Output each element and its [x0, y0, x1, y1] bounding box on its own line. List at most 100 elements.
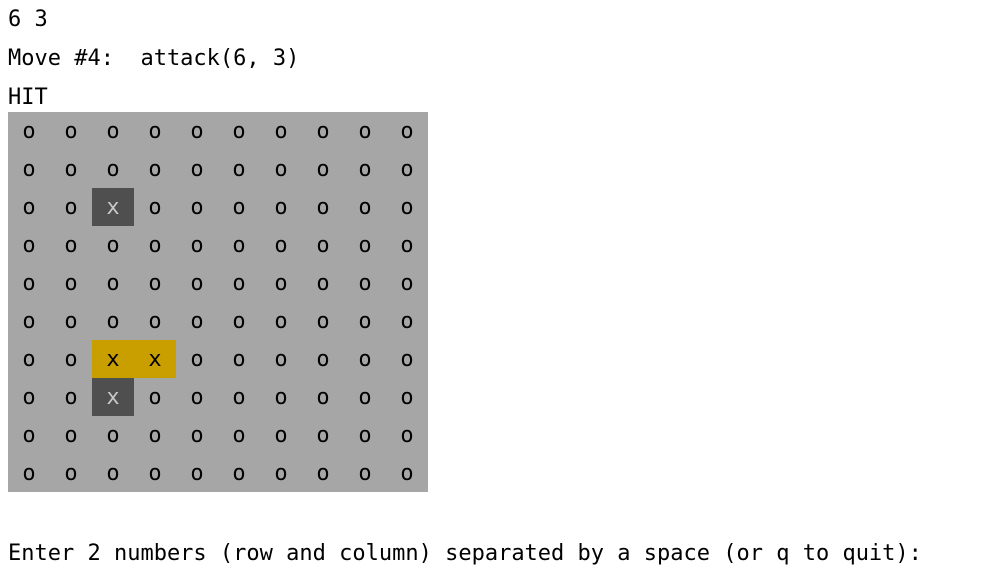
board-cell: o	[274, 270, 288, 296]
board-cell: o	[316, 460, 330, 486]
board-cell: o	[316, 384, 330, 410]
board-cell: o	[274, 346, 288, 372]
board-cell: o	[148, 118, 162, 144]
board-cell: o	[190, 308, 204, 334]
board-cell: o	[232, 384, 246, 410]
board-cell: o	[64, 270, 78, 296]
board-cell: o	[316, 270, 330, 296]
board-cell: o	[232, 194, 246, 220]
board-cell: o	[106, 270, 120, 296]
board-cell: o	[190, 232, 204, 258]
board-cell: o	[316, 118, 330, 144]
board-cell: o	[64, 118, 78, 144]
board-cell: o	[232, 346, 246, 372]
board-cell: o	[190, 270, 204, 296]
board-cell-hit: x	[134, 340, 176, 378]
board-cell: o	[400, 232, 414, 258]
board-cell: o	[274, 384, 288, 410]
board-cell: o	[316, 346, 330, 372]
board-cell: o	[400, 460, 414, 486]
board-cell: o	[358, 270, 372, 296]
board-cell: o	[232, 308, 246, 334]
board-cell: o	[148, 194, 162, 220]
board-cell: o	[190, 156, 204, 182]
board-cell: o	[148, 232, 162, 258]
coords-echo-line: 6 3	[8, 7, 48, 32]
board-cell: o	[274, 232, 288, 258]
board-cell: o	[22, 460, 36, 486]
board-cell-miss: x	[92, 378, 134, 416]
board-cell: o	[106, 156, 120, 182]
board-cell: o	[22, 346, 36, 372]
board-cell: o	[316, 422, 330, 448]
board-cell: o	[190, 384, 204, 410]
board-cell: o	[400, 118, 414, 144]
board-cell: o	[64, 232, 78, 258]
board-cell: o	[148, 308, 162, 334]
board-cell: o	[358, 346, 372, 372]
board-cell: o	[22, 384, 36, 410]
board-cell: o	[106, 308, 120, 334]
board-cell: o	[400, 194, 414, 220]
board-cell: o	[358, 422, 372, 448]
board-cell: o	[64, 346, 78, 372]
board-cell: o	[358, 232, 372, 258]
board-cell: o	[64, 384, 78, 410]
result-line: HIT	[8, 85, 48, 110]
board-cell: o	[400, 270, 414, 296]
board-cell-hit: x	[92, 340, 134, 378]
board-cell: o	[232, 118, 246, 144]
board-cell: o	[148, 270, 162, 296]
board-cell: o	[22, 232, 36, 258]
input-prompt: Enter 2 numbers (row and column) separat…	[8, 541, 922, 566]
board-cell: o	[232, 270, 246, 296]
board-cell: o	[64, 460, 78, 486]
board-cell: o	[274, 422, 288, 448]
board-cell: o	[190, 346, 204, 372]
board-cell: o	[106, 422, 120, 448]
board-cell: o	[232, 232, 246, 258]
board-cell: o	[358, 118, 372, 144]
board-cell: o	[274, 194, 288, 220]
board-cell: o	[22, 270, 36, 296]
board-cell: o	[190, 118, 204, 144]
board-cell: o	[64, 422, 78, 448]
move-line: Move #4: attack(6, 3)	[8, 46, 300, 71]
board-cell: o	[400, 422, 414, 448]
board-cell: o	[22, 156, 36, 182]
board-cell: o	[106, 118, 120, 144]
board-cell: o	[22, 194, 36, 220]
board-cell: o	[232, 422, 246, 448]
board-cell: o	[400, 308, 414, 334]
board-cell: o	[22, 422, 36, 448]
board-cell: o	[274, 308, 288, 334]
board-cell: o	[148, 460, 162, 486]
board-cell: o	[190, 460, 204, 486]
board-cell: o	[400, 384, 414, 410]
board-cell: o	[358, 460, 372, 486]
board-cell: o	[148, 422, 162, 448]
board-cell: o	[190, 194, 204, 220]
board-cell: o	[358, 308, 372, 334]
board-cell: o	[274, 156, 288, 182]
board-cell: o	[190, 422, 204, 448]
board-cell-miss: x	[92, 188, 134, 226]
board-cell: o	[274, 460, 288, 486]
board-cell: o	[358, 156, 372, 182]
board-cell: o	[358, 194, 372, 220]
board-cell: o	[316, 194, 330, 220]
board-cell: o	[64, 308, 78, 334]
board-cell: o	[400, 346, 414, 372]
board-cell: o	[148, 156, 162, 182]
board-cell: o	[316, 156, 330, 182]
